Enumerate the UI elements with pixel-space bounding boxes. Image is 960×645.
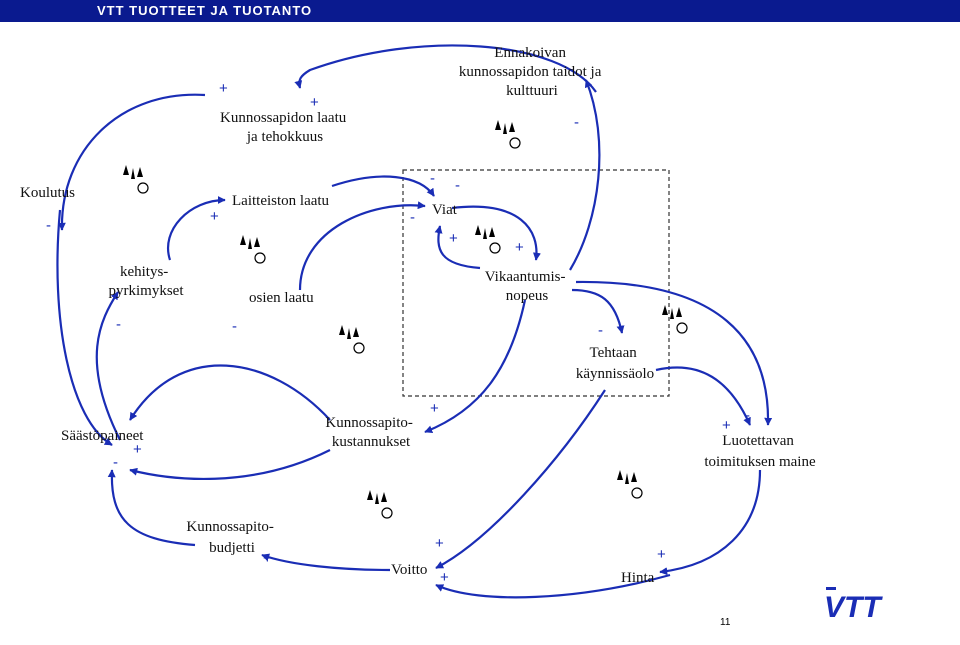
sign-plus: + [722, 417, 731, 434]
node-koulutus: Koulutus [20, 185, 75, 201]
delay-icon [655, 304, 688, 334]
sign-plus: + [657, 546, 666, 563]
node-kunnossapidon-laatu: Kunnossapidon laatu ja tehokkuus [220, 110, 350, 145]
sign-minus: - [116, 316, 121, 333]
node-ennakoivan: Ennakoivan kunnossapidon taidot ja kultt… [459, 45, 605, 99]
sign-minus: - [46, 217, 51, 234]
node-luotettavan-toimituksen-maine: Luotettavan toimituksen maine [704, 433, 816, 470]
node-voitto: Voitto [391, 562, 427, 578]
arrow-kustannukset-to-saasto [129, 449, 331, 481]
nodes: Ennakoivan kunnossapidon taidot ja kultt… [20, 45, 816, 586]
arrow-ennakoivan-to-laatu [294, 44, 597, 93]
sign-plus: + [449, 230, 458, 247]
sign-plus: + [440, 569, 449, 586]
svg-text:VTT: VTT [824, 591, 883, 621]
sign-minus: - [598, 322, 603, 339]
arrow-vikaantumis-to-viat [434, 225, 481, 270]
arrow-vikaantumis-to-tehtaan [571, 288, 625, 334]
node-osien-laatu: osien laatu [249, 290, 314, 306]
node-vikaantumisnopeus: Vikaantumis- nopeus [485, 269, 570, 304]
delay-icon [116, 164, 149, 194]
sign-plus: + [210, 208, 219, 225]
delay-icon [332, 324, 365, 354]
arrow-tehtaan-to-voitto [435, 389, 606, 569]
arrows [56, 44, 773, 599]
arrow-tehtaan-to-luotettavan [655, 366, 752, 426]
sign-minus: - [455, 177, 460, 194]
arrow-voitto-to-budjetti [261, 553, 391, 572]
sign-minus: - [232, 318, 237, 335]
node-viat: Viat [432, 202, 458, 218]
arrow-laitteisto-to-viat [331, 175, 435, 197]
polarity-signs: + + - - + - - - + + - - - + + - + - + + … [46, 80, 750, 586]
sign-minus: - [113, 454, 118, 471]
sign-plus: + [515, 239, 524, 256]
arrow-vikaantumis-to-ennakoivan [569, 79, 601, 271]
sign-plus: + [263, 550, 272, 567]
arrow-hinta-to-voitto [435, 573, 671, 599]
arrow-osien-to-viat [298, 201, 426, 291]
vtt-logo: VTT [824, 587, 883, 621]
sign-plus: + [430, 400, 439, 417]
sign-plus: + [435, 535, 444, 552]
sign-plus: + [133, 441, 142, 458]
node-tehtaan-kaynnissaolo: Tehtaan käynnissäolo [576, 345, 654, 382]
node-kunnossapitobudjetti: Kunnossapito- budjetti [186, 519, 277, 556]
delay-icon [468, 224, 501, 254]
delay-icons [116, 119, 688, 519]
arrow-koulutus-to-saasto [56, 209, 113, 446]
arrow-kehitys-to-laitteisto [167, 196, 226, 261]
dashed-boundary-box [402, 169, 670, 397]
header-title: VTT TUOTTEET JA TUOTANTO [97, 3, 313, 18]
arrow-kustannukset-to-osien [129, 364, 331, 421]
delay-icon [610, 469, 643, 499]
arrow-luotettavan-to-hinta [659, 469, 762, 576]
sign-minus: - [745, 407, 750, 424]
arrow-budjetti-to-saasto [107, 469, 196, 547]
node-hinta: Hinta [621, 570, 655, 586]
node-laitteiston-laatu: Laitteiston laatu [232, 193, 330, 209]
sign-plus: + [219, 80, 228, 97]
arrow-vikaantumis-to-luotettavan [575, 280, 773, 426]
sign-minus: - [574, 114, 579, 131]
node-kunnossapitokustannukset: Kunnossapito- kustannukset [325, 415, 416, 450]
sign-minus: - [410, 209, 415, 226]
node-kehityspyrkimykset: kehitys- pyrkimykset [109, 264, 185, 299]
arrow-viat-to-vikaantumis [451, 205, 541, 261]
node-saastopaineet: Säästöpaineet [61, 428, 144, 444]
arrow-saasto-to-kehitys [95, 291, 121, 441]
delay-icon [233, 234, 266, 264]
arrow-vikaantumis-to-kustannukset [424, 299, 527, 434]
delay-icon [488, 119, 521, 149]
arrow-laatu-to-koulutus [57, 93, 206, 231]
page-number: 11 [720, 617, 731, 628]
sign-minus: - [430, 170, 435, 187]
sign-plus: + [310, 94, 319, 111]
header-bar: VTT TUOTTEET JA TUOTANTO [0, 0, 960, 22]
delay-icon [360, 489, 393, 519]
